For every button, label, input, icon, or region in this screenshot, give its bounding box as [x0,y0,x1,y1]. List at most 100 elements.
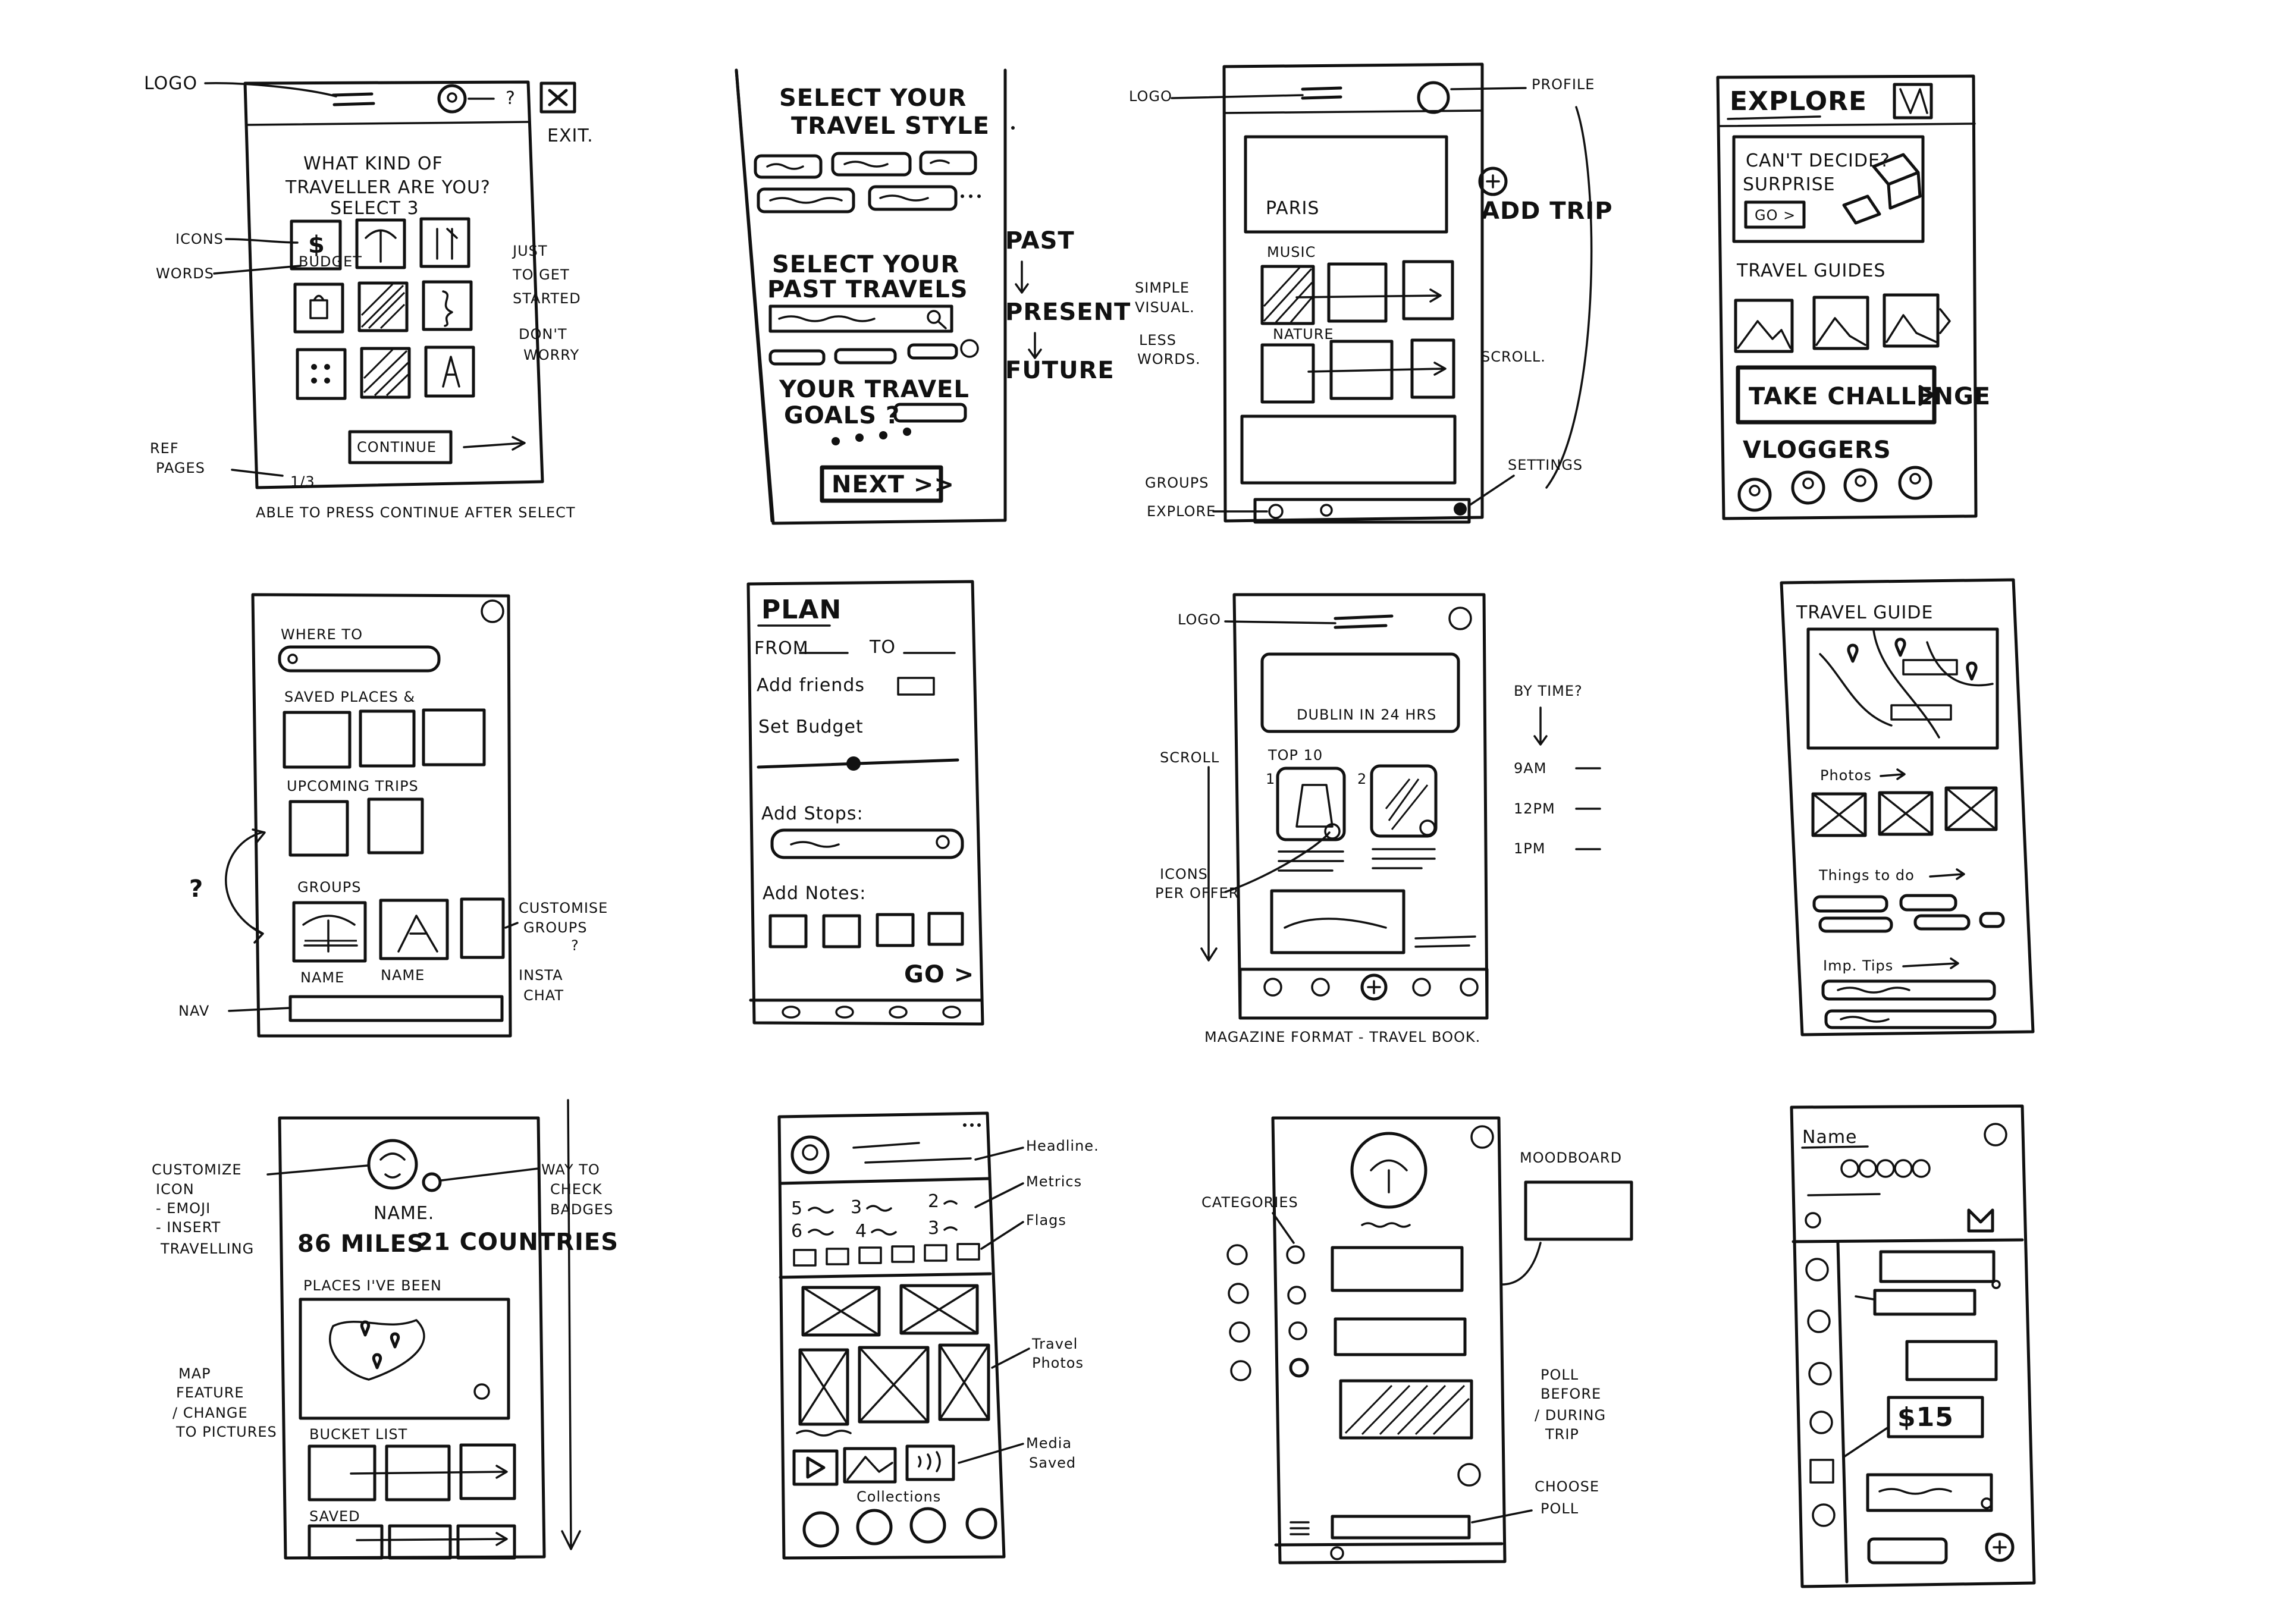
moodboard-card[interactable] [1524,1180,1633,1241]
continue-button[interactable] [348,430,453,464]
map-icon[interactable] [1893,83,1933,120]
group-card[interactable] [292,901,367,963]
add-trip-icon[interactable] [1478,167,1508,196]
svg-text:ICON: ICON [156,1181,194,1198]
page-indicator: 1/3 [290,473,315,490]
exit-button[interactable] [539,81,576,114]
option-budget-label: BUDGET [299,253,362,270]
callout-question: ? [506,88,516,109]
svg-text:Photos: Photos [1032,1355,1084,1371]
profile-icon[interactable] [1470,1125,1494,1149]
map-pin-icon [360,1320,400,1369]
profile-icon[interactable] [1417,81,1450,114]
plan-to: TO [869,637,896,658]
option-nature[interactable] [357,281,409,332]
avatar[interactable] [856,1509,893,1546]
profile-icon[interactable] [1448,607,1472,630]
vloggers-label: VLOGGERS [1743,436,1891,464]
guide-title: TRAVEL GUIDE [1796,602,1933,623]
avatar[interactable] [965,1507,997,1540]
past-travels-search[interactable] [768,304,953,333]
option-social[interactable] [296,348,347,400]
category-icon[interactable] [1289,1358,1309,1378]
avatar[interactable] [367,1139,418,1190]
chat-bubble [1331,1246,1464,1292]
avatar[interactable] [802,1511,839,1548]
poll-input[interactable] [1331,1515,1471,1540]
add-icon[interactable] [1985,1532,2015,1562]
callout-profile: PROFILE [1532,76,1595,93]
sketch-group-poll: MOODBOARD CATEGORIES POLL BEFORE / DURIN… [1201,1116,1633,1565]
guide-imp-tips: Imp. Tips [1823,957,1893,974]
saved-label: SAVED [309,1508,360,1525]
group-card[interactable] [379,899,449,960]
payment-bubble[interactable] [1887,1396,1984,1438]
profile-name: NAME. [374,1203,434,1224]
option-culture[interactable] [422,280,473,331]
category-icon[interactable] [1286,1245,1305,1264]
profile-icon[interactable] [481,599,504,623]
emoji-icon[interactable] [1457,1463,1481,1487]
message-input[interactable] [1867,1537,1948,1565]
callout-less-words: LESS [1139,332,1176,348]
groups-icon[interactable] [1320,504,1333,517]
stops-search[interactable] [770,828,964,859]
callout-flags: Flags [1026,1212,1066,1229]
next-button[interactable] [820,465,943,503]
callout-by-time: BY TIME? [1514,683,1583,699]
guide-map[interactable] [1806,627,1999,750]
avatar[interactable] [1350,1132,1428,1209]
prompt-line-2: TRAVELLER ARE YOU? [285,177,491,198]
sketch-social-profile: 5 3 2 6 4 3 Collections Headline. M [777,1111,1099,1560]
option-adventure[interactable] [360,347,411,399]
goals-input[interactable] [893,403,967,423]
option-food[interactable] [419,217,470,268]
svg-text:WORRY: WORRY [523,347,579,363]
callout-words: WORDS [156,265,214,282]
poll-card[interactable] [1339,1379,1473,1440]
surprise-card[interactable] [1732,135,1925,243]
avatar[interactable] [1843,468,1878,502]
hero-card[interactable] [1260,652,1460,733]
go-button[interactable] [1744,200,1806,229]
svg-text:BEFORE: BEFORE [1541,1386,1601,1402]
location-icon[interactable] [473,1383,490,1400]
profile-icon[interactable] [437,84,467,114]
svg-text:Saved: Saved [1029,1455,1076,1471]
settings-icon[interactable] [1454,502,1467,516]
callout-dont-worry: DON'T [519,326,567,343]
avatar[interactable] [1737,478,1772,512]
past-travels-1: SELECT YOUR [772,251,959,278]
explore-icon[interactable] [1268,504,1284,519]
style-title-2: TRAVEL STYLE [791,112,990,140]
places-map[interactable] [299,1298,510,1420]
groups-icon[interactable] [1330,1546,1344,1560]
avatar[interactable] [1791,470,1825,505]
category-icon[interactable] [1288,1321,1307,1340]
avatar[interactable] [790,1135,830,1174]
add-friends-icon[interactable] [897,677,935,696]
badge-icon[interactable] [422,1172,442,1192]
svg-text:- INSERT: - INSERT [156,1219,221,1236]
callout-just: JUST [512,243,548,259]
hero-card-paris[interactable] [1244,135,1448,234]
member-avatars [1840,1159,1931,1178]
option-budget[interactable] [290,219,342,271]
option-beach[interactable] [355,218,406,269]
where-to-search[interactable] [278,645,441,673]
profile-icon[interactable] [1984,1123,2007,1146]
map-icon[interactable] [1967,1208,1994,1233]
add-icon[interactable] [1360,973,1388,1001]
slider-handle[interactable] [846,756,861,771]
hero-dublin: DUBLIN IN 24 HRS [1297,706,1436,723]
avatar[interactable] [1898,466,1932,500]
category-icon[interactable] [1287,1286,1306,1305]
menu-icon[interactable] [1290,1521,1310,1535]
svg-text:PER OFFER: PER OFFER [1155,885,1239,901]
option-shopping[interactable] [293,282,344,334]
upcoming-trips: UPCOMING TRIPS [287,778,419,794]
search-icon [287,654,298,664]
option-landmarks[interactable] [424,345,475,398]
avatar[interactable] [909,1507,946,1544]
callout-customize: CUSTOMIZE [152,1161,242,1178]
